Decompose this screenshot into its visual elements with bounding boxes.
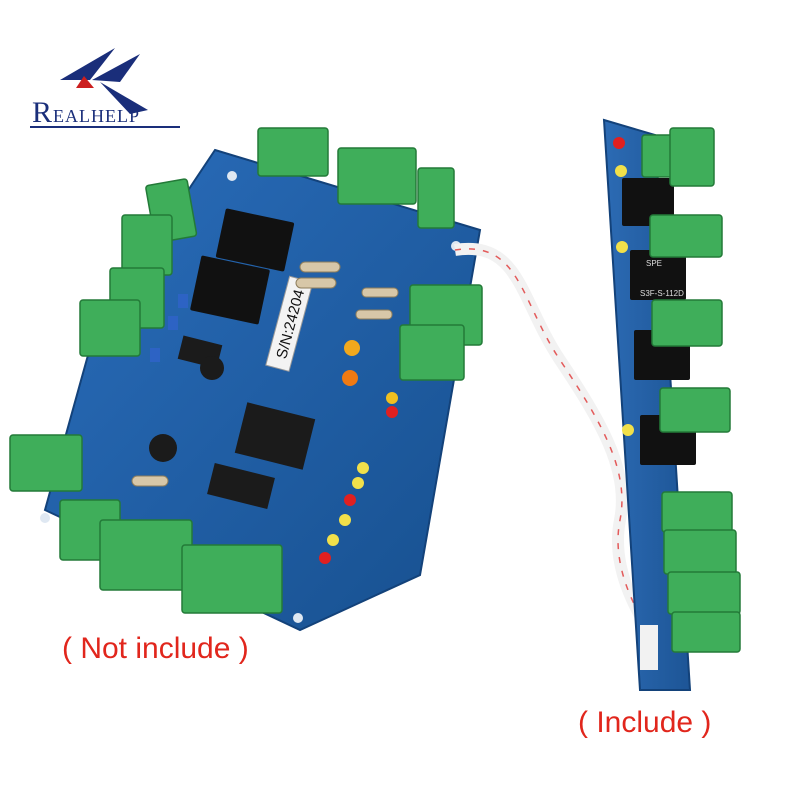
main-access-control-board: S/N:24204 xyxy=(9,127,483,632)
brand-rest: EALHELP xyxy=(53,106,141,126)
relay-model-label: S3F-S-112D xyxy=(640,289,684,298)
brand-initial: R xyxy=(32,96,54,129)
brand-name: REALHELP xyxy=(32,96,140,130)
brand-underline xyxy=(30,126,180,128)
relay-brand-label: SPE xyxy=(646,259,662,268)
realhelp-logo xyxy=(60,48,148,114)
not-included-caption: ( Not include ) xyxy=(62,632,249,665)
included-caption: ( Include ) xyxy=(578,706,712,739)
relay-extension-board: SPE S3F-S-112D xyxy=(602,118,741,691)
